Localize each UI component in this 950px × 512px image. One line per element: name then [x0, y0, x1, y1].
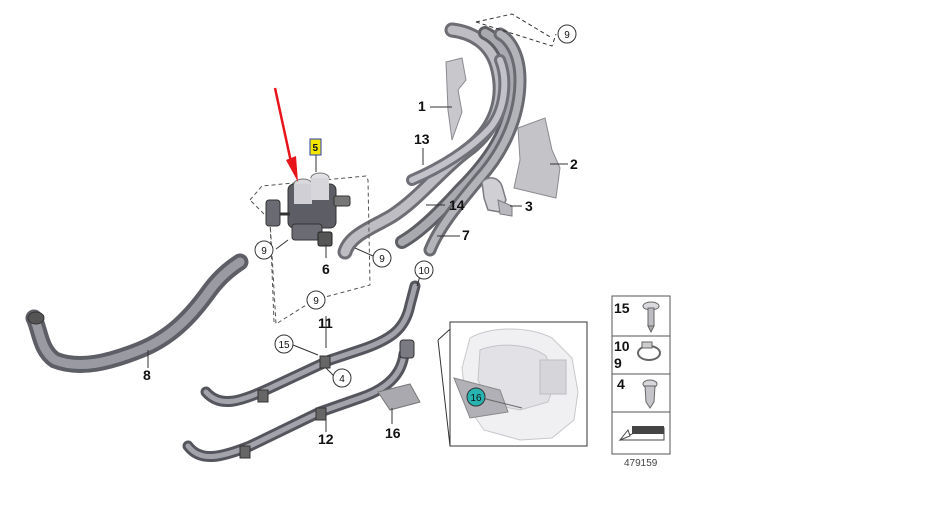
- red-arrow-icon: [273, 87, 298, 182]
- valve-dashed-frame: [249, 175, 371, 325]
- circle-callout-9-bottom: 9: [306, 290, 326, 310]
- svg-text:9: 9: [313, 296, 319, 307]
- callout-7: 7: [462, 227, 470, 243]
- heater-valve-part: [265, 172, 351, 241]
- hose-8-part: [25, 253, 249, 374]
- orientation-arrow-icon: [618, 426, 665, 442]
- grommet-6-part: [317, 231, 333, 247]
- callout-11: 11: [318, 315, 333, 331]
- callout-13: 13: [414, 131, 430, 147]
- inset-detail-box: 16: [437, 321, 588, 447]
- heat-shield-2-part: [513, 117, 561, 199]
- svg-text:9: 9: [564, 30, 570, 41]
- circle-callout-9-top: 9: [557, 24, 577, 44]
- legend-label-4: 4: [617, 376, 625, 392]
- callout-14: 14: [449, 197, 465, 213]
- circle-callout-10: 10: [414, 260, 434, 280]
- callout-5: 5: [313, 143, 319, 154]
- callout-2: 2: [570, 156, 578, 172]
- clip-3-part: [481, 177, 513, 217]
- insulation-pad-16-part: [377, 383, 421, 411]
- inset-callout-16: 16: [470, 393, 482, 404]
- circle-callout-15: 15: [274, 334, 294, 354]
- callout-3: 3: [525, 198, 533, 214]
- hose-clamp-icon: [637, 341, 661, 361]
- callout-16: 16: [385, 425, 401, 441]
- expanding-rivet-icon: [642, 379, 658, 409]
- svg-text:9: 9: [379, 254, 385, 265]
- pipe-12-part: [182, 339, 415, 463]
- circle-callout-9-mid: 9: [372, 248, 392, 268]
- circle-callout-4: 4: [332, 368, 352, 388]
- legend-label-9: 9: [614, 355, 622, 371]
- fastener-legend: 15 10 9 4: [611, 295, 671, 455]
- screw-icon: [642, 301, 660, 334]
- svg-text:15: 15: [278, 340, 290, 351]
- svg-text:9: 9: [261, 246, 267, 257]
- legend-label-15: 15: [614, 300, 630, 316]
- circle-callout-9-left: 9: [254, 240, 274, 260]
- highlight-box-5: [309, 138, 322, 156]
- upper-pipe-bundle: [337, 22, 527, 260]
- pipe-11-part: [200, 280, 421, 408]
- callout-12: 12: [318, 431, 334, 447]
- callout-8: 8: [143, 367, 151, 383]
- part-number: 479159: [624, 458, 658, 469]
- callout-6: 6: [322, 261, 330, 277]
- svg-text:10: 10: [418, 266, 430, 277]
- legend-label-10: 10: [614, 338, 630, 354]
- bracket-1-part: [445, 57, 467, 141]
- svg-text:4: 4: [339, 374, 345, 385]
- callout-1: 1: [418, 98, 426, 114]
